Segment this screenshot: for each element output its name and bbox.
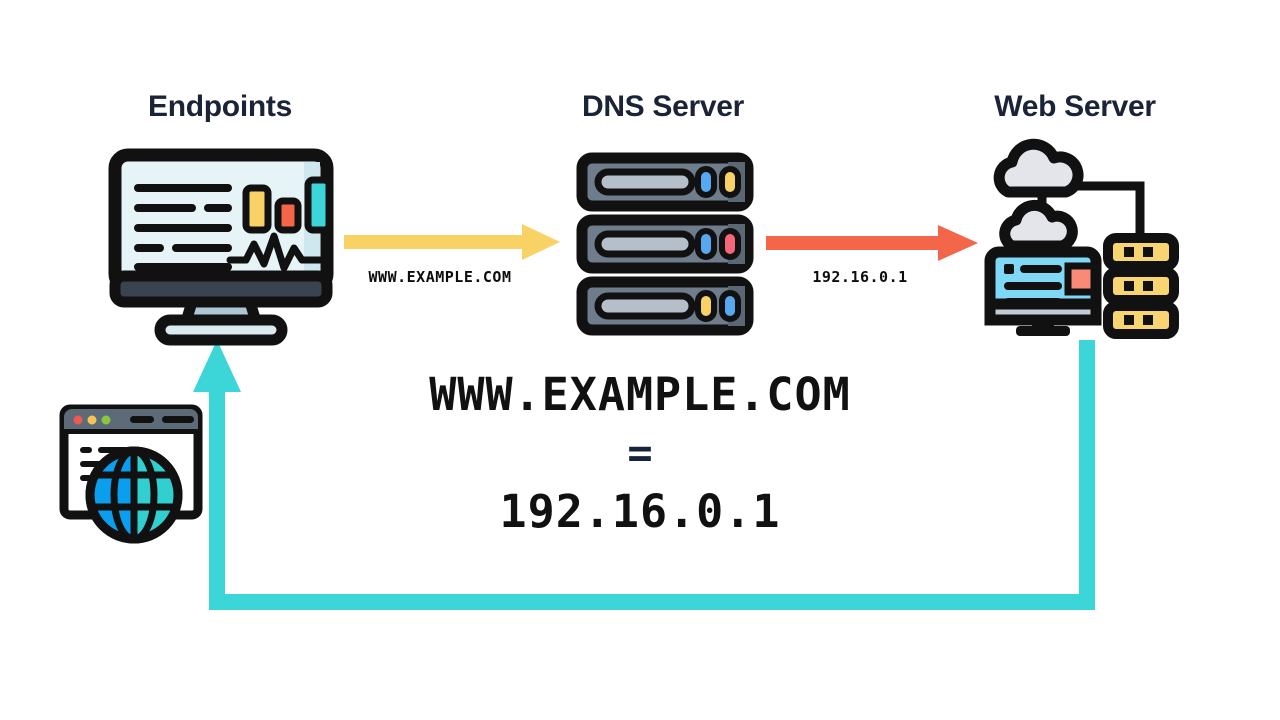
cloud-web-server-icon <box>984 138 1180 340</box>
equation-domain: WWW.EXAMPLE.COM <box>429 368 851 421</box>
desktop-monitor-icon <box>108 148 334 346</box>
node-title-endpoints: Endpoints <box>148 90 292 123</box>
resolve-arrow-red <box>766 224 981 262</box>
resolve-arrow-label: 192.16.0.1 <box>812 268 908 286</box>
equation-ip-address: 192.16.0.1 <box>499 485 781 538</box>
server-rack-icon <box>576 152 754 338</box>
equation-operator: = <box>627 428 653 477</box>
query-arrow-label: WWW.EXAMPLE.COM <box>368 268 512 286</box>
query-arrow-yellow <box>344 222 564 262</box>
browser-globe-icon <box>58 403 210 548</box>
node-title-web-server: Web Server <box>994 90 1156 123</box>
node-title-dns-server: DNS Server <box>581 90 745 123</box>
response-arrow-cyan <box>193 340 1105 615</box>
